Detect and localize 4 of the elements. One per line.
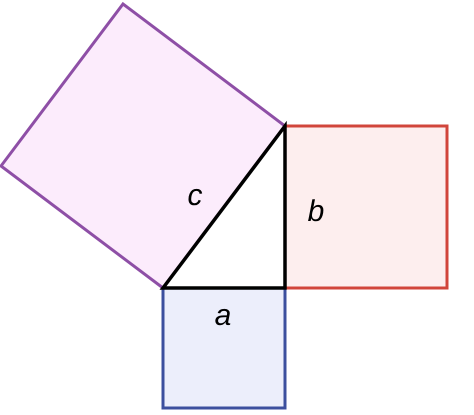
side-label: b bbox=[308, 197, 324, 227]
right-triangle bbox=[160, 120, 287, 290]
side-label: c bbox=[188, 181, 202, 211]
side-label: a bbox=[214, 301, 232, 331]
